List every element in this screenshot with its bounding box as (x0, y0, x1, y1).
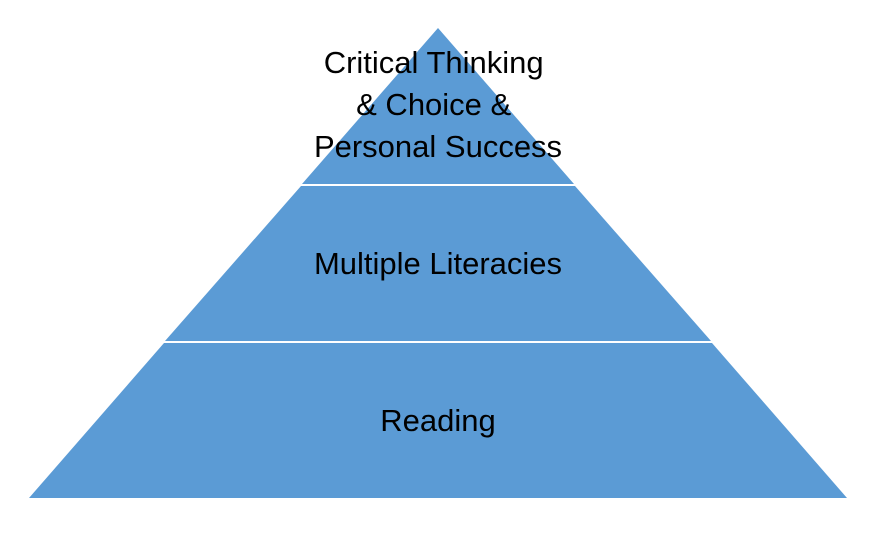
pyramid-tier-top (302, 28, 574, 184)
tier-middle-label: Multiple Literacies (314, 246, 562, 281)
pyramid-tier-middle (165, 186, 711, 341)
tier-top-line-1: Critical Thinking (324, 45, 544, 80)
tier-top-line-3: Personal Success (314, 129, 562, 164)
tier-bottom-label: Reading (380, 403, 495, 438)
tier-top-line-2: & Choice & (356, 87, 511, 122)
tier-top-label: Critical Thinking & Choice & Personal Su… (314, 45, 562, 164)
tier-middle-line-1: Multiple Literacies (314, 246, 562, 281)
tier-bottom-line-1: Reading (380, 403, 495, 438)
pyramid-tier-bottom (29, 343, 847, 498)
